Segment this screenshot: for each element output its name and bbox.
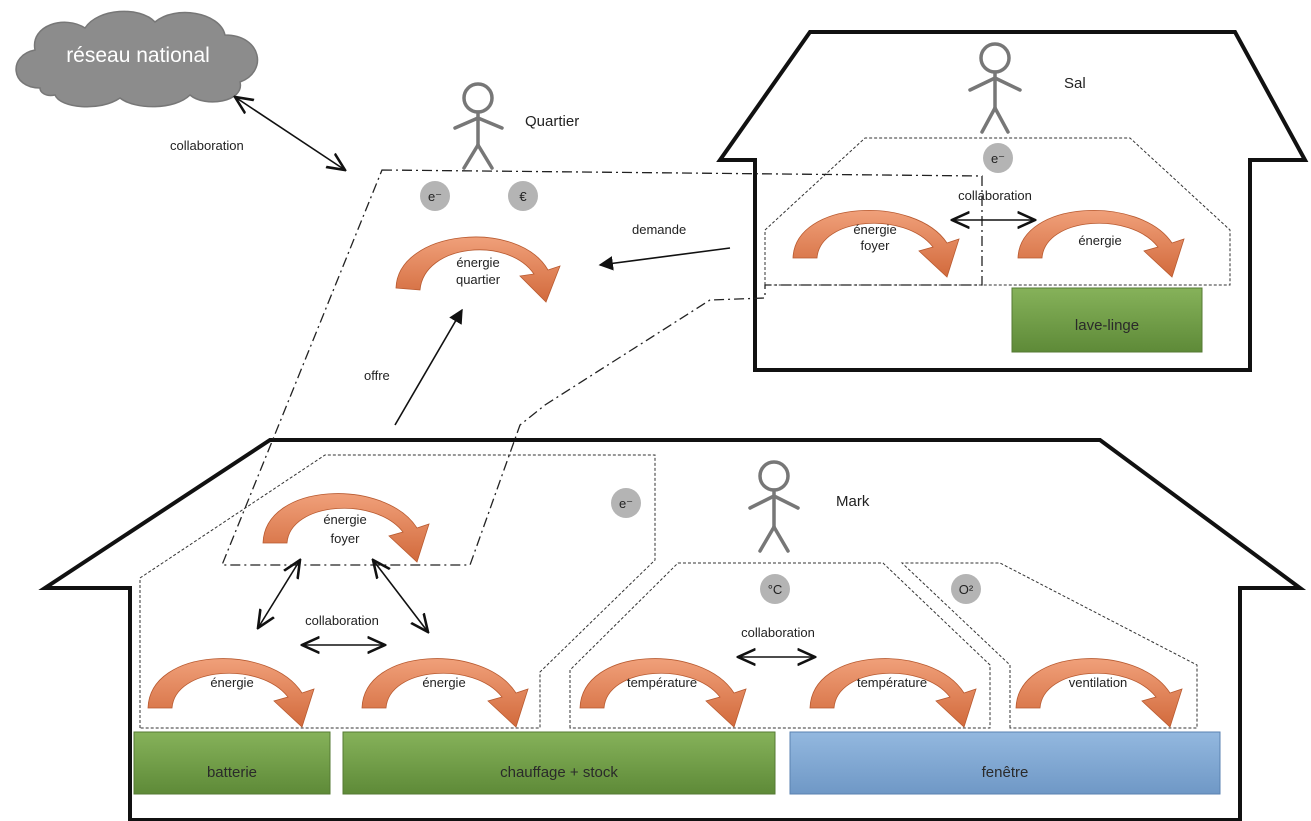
badge-mark-electron: e⁻ xyxy=(611,488,641,518)
svg-text:e⁻: e⁻ xyxy=(619,496,633,511)
svg-text:°C: °C xyxy=(768,582,783,597)
svg-text:énergie: énergie xyxy=(323,512,366,527)
svg-text:lave-linge: lave-linge xyxy=(1075,317,1139,334)
device-batterie: batterie xyxy=(133,731,331,795)
svg-text:ventilation: ventilation xyxy=(1069,675,1128,690)
device-fenetre: fenêtre xyxy=(789,731,1221,795)
quartier-region xyxy=(221,169,983,566)
svg-text:énergie: énergie xyxy=(422,675,465,690)
badge-mark-temperature: °C xyxy=(760,574,790,604)
mark-foyer-to-energie2-arrow xyxy=(373,560,428,632)
offre-arrow xyxy=(394,308,463,426)
mark-house-outline xyxy=(38,438,1307,821)
sal-house-zone xyxy=(764,137,1231,286)
svg-text:foyer: foyer xyxy=(861,238,891,253)
cycle-mark-energie-1: énergie xyxy=(147,658,315,728)
cycle-mark-foyer: énergie foyer xyxy=(262,493,430,563)
actor-sal-label: Sal xyxy=(1064,75,1086,92)
mark-foyer-to-energie1-arrow xyxy=(258,560,300,628)
cloud-label: réseau national xyxy=(66,44,210,67)
svg-text:foyer: foyer xyxy=(331,531,361,546)
svg-text:énergie: énergie xyxy=(210,675,253,690)
collaboration-national-arrow xyxy=(235,97,345,170)
badge-quartier-euro: € xyxy=(508,181,538,211)
svg-text:e⁻: e⁻ xyxy=(428,189,442,204)
svg-text:énergie: énergie xyxy=(853,222,896,237)
cycle-mark-temperature-1: température xyxy=(579,658,747,728)
svg-text:€: € xyxy=(519,189,527,204)
device-chauffage-stock: chauffage + stock xyxy=(342,731,776,795)
svg-text:O²: O² xyxy=(959,582,974,597)
svg-text:chauffage + stock: chauffage + stock xyxy=(500,764,618,781)
actor-mark-label: Mark xyxy=(836,493,870,510)
badge-mark-oxygen: O² xyxy=(951,574,981,604)
svg-text:température: température xyxy=(857,675,927,690)
offre-label: offre xyxy=(364,368,390,383)
svg-text:batterie: batterie xyxy=(207,764,257,781)
cycle-mark-temperature-2: température xyxy=(809,658,977,728)
mark-ventilation-zone xyxy=(900,562,1198,729)
sal-house-outline xyxy=(716,30,1309,372)
collaboration-national-label: collaboration xyxy=(170,138,244,153)
cycle-mark-ventilation: ventilation xyxy=(1015,658,1183,728)
svg-text:quartier: quartier xyxy=(456,272,501,287)
badge-quartier-electron: e⁻ xyxy=(420,181,450,211)
badge-sal-electron: e⁻ xyxy=(983,143,1013,173)
svg-text:e⁻: e⁻ xyxy=(991,151,1005,166)
actor-sal xyxy=(968,42,1022,134)
mark-temperature-zone xyxy=(569,562,991,729)
device-lave-linge: lave-linge xyxy=(1011,287,1203,353)
actor-mark xyxy=(748,460,800,553)
svg-text:température: température xyxy=(627,675,697,690)
cycle-mark-energie-2: énergie xyxy=(361,658,529,728)
actor-quartier xyxy=(453,82,504,170)
svg-text:énergie: énergie xyxy=(456,255,499,270)
national-grid-cloud: réseau national xyxy=(15,10,259,108)
mark-energie-collaboration-label: collaboration xyxy=(305,613,379,628)
actor-quartier-label: Quartier xyxy=(525,113,579,130)
cycle-quartier: énergie quartier xyxy=(395,236,561,303)
mark-temperature-collaboration-label: collaboration xyxy=(741,625,815,640)
sal-collaboration-label: collaboration xyxy=(958,188,1032,203)
svg-text:fenêtre: fenêtre xyxy=(982,764,1029,781)
cycle-sal-foyer: énergie foyer xyxy=(792,210,960,278)
demande-arrow xyxy=(598,247,731,271)
svg-text:énergie: énergie xyxy=(1078,233,1121,248)
mark-energy-zone xyxy=(139,454,656,729)
demande-label: demande xyxy=(632,222,686,237)
cycle-sal-energie: énergie xyxy=(1017,210,1185,278)
